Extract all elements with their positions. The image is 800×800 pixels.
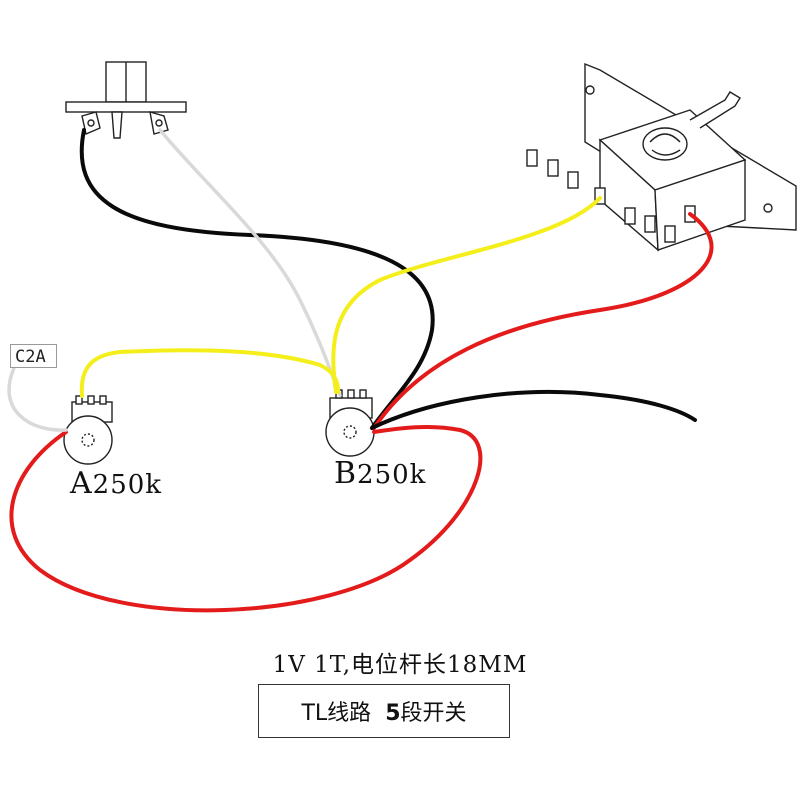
pot-b <box>325 389 375 457</box>
wire-black-ground <box>370 389 697 430</box>
pot-b-letter: B <box>334 456 358 491</box>
wire-white-cap <box>7 366 68 432</box>
pot-a-label: A250k <box>70 466 162 501</box>
wire-black-jack <box>79 128 435 430</box>
title-prefix: TL线路 <box>301 701 372 726</box>
pot-a-value: 250k <box>92 470 163 500</box>
wire-yellow-switch <box>331 196 602 394</box>
wire-white-jack <box>158 128 342 397</box>
pot-a <box>63 395 113 465</box>
wire-red-switch <box>372 212 714 430</box>
title-suffix: 段开关 <box>400 701 467 726</box>
wire-yellow-pots <box>79 348 340 398</box>
pot-b-value: 250k <box>357 460 427 490</box>
capacitor-label: C2A <box>10 344 57 368</box>
output-jack <box>65 61 187 139</box>
pot-a-letter: A <box>70 466 93 501</box>
five-way-switch <box>526 62 797 252</box>
title-box: TL线路 5段开关 <box>258 684 510 738</box>
title-number: 5 <box>385 701 401 726</box>
spec-caption: 1V 1T,电位杆长18MM <box>272 652 528 678</box>
wire-red-pots <box>9 424 483 613</box>
pot-b-label: B250k <box>334 456 426 491</box>
